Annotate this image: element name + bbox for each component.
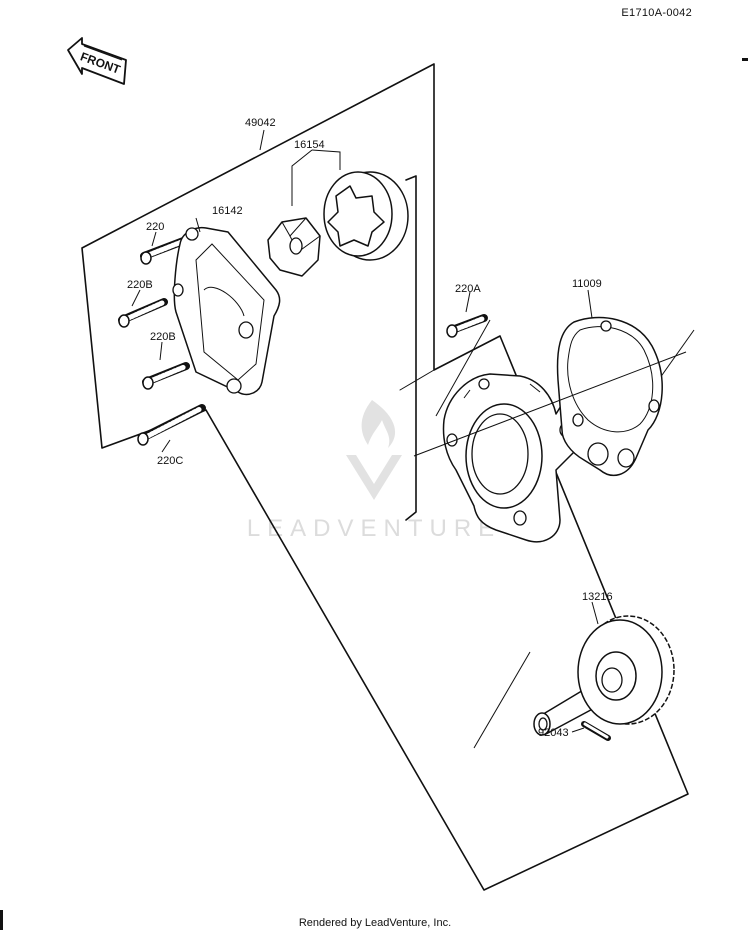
front-arrow: FRONT [67,37,127,85]
callout-labels: 49042 16154 16142 220 220B 220B 220C 220… [127,117,613,739]
pin [581,721,611,741]
leader-lines [131,129,599,733]
callout-220a: 220A [455,283,481,295]
callout-16142: 16142 [212,205,243,217]
callout-220c: 220C [157,455,183,467]
gear-shaft [533,615,675,736]
watermark-text: LEADVENTURE [247,515,501,542]
flame-logo-icon [346,400,402,500]
callout-92043: 92043 [538,727,569,739]
callout-220b-upper: 220B [127,279,153,291]
outer-rotor [323,171,409,261]
callout-13216: 13216 [582,591,613,603]
screw-220 [140,236,190,265]
center-axis [413,351,687,457]
callout-220: 220 [146,221,164,233]
screw-220c [137,404,206,446]
arrow-left-icon [67,37,127,85]
screw-220b-lower [142,362,190,390]
gasket [556,316,663,477]
screw-220b-upper [118,298,168,328]
watermark: LEADVENTURE [247,400,501,542]
screw-220a [446,314,488,338]
pump-body [442,373,583,543]
callout-16154: 16154 [294,139,325,151]
inner-rotor [267,217,321,277]
callout-11009: 11009 [572,278,602,290]
cover-group-frame [81,63,689,891]
footer-credit: Rendered by LeadVenture, Inc. [298,917,452,929]
document-code: E1710A-0042 [621,7,692,19]
callout-220b-lower: 220B [150,331,176,343]
edge-marks [0,58,748,930]
callout-49042: 49042 [245,117,276,129]
pump-cover [172,226,281,396]
